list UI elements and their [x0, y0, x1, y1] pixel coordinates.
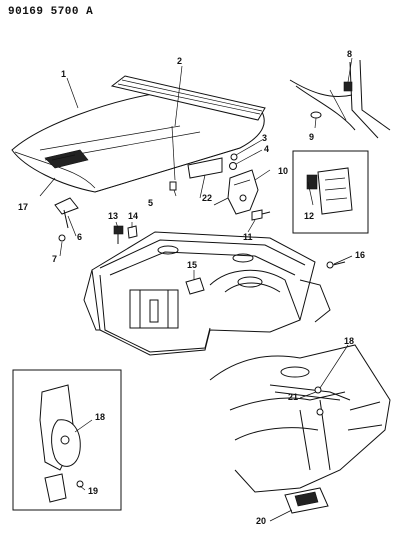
callout-labels: 1 2 3 4 5 6 7 8 9 10 11 12 13 14 15 16 1…: [18, 49, 365, 526]
callout-13: 13: [108, 211, 118, 221]
radiator-support-bolt: [113, 225, 124, 244]
callout-11: 11: [243, 232, 253, 242]
leader-lines: [39, 57, 353, 522]
callout-17: 17: [18, 202, 28, 212]
hood-bolt: [169, 181, 177, 191]
callout-9: 9: [309, 132, 314, 142]
latch-cable-view: [209, 344, 391, 514]
hinge-bolt: [251, 209, 271, 221]
hood-panel: [11, 91, 265, 193]
bumper-stop: [230, 153, 238, 161]
rubber-bumper: [127, 225, 138, 239]
callout-3: 3: [262, 133, 267, 143]
callout-4: 4: [264, 144, 269, 154]
callout-20: 20: [256, 516, 266, 526]
callout-18-inset: 18: [95, 412, 105, 422]
callout-12: 12: [304, 211, 314, 221]
hood-hinge: [213, 169, 259, 215]
callout-18-view: 18: [344, 336, 354, 346]
callout-14: 14: [128, 211, 138, 221]
latch-nut: [58, 234, 66, 242]
inset-hinge-detail: [292, 150, 369, 234]
fender-corner-detail: [289, 59, 391, 139]
hood-bumper: [229, 162, 237, 170]
callout-6: 6: [77, 232, 82, 242]
hood-latch-striker: [54, 197, 79, 229]
hood-silencer-pad: [187, 157, 223, 179]
inset-latch-release: [12, 369, 122, 511]
callout-22: 22: [202, 193, 212, 203]
callout-5: 5: [148, 198, 153, 208]
engine-compartment-body: [83, 231, 331, 356]
fender-clip: [326, 261, 346, 269]
callout-7: 7: [52, 254, 57, 264]
callout-2: 2: [177, 56, 182, 66]
callout-15: 15: [187, 260, 197, 270]
callout-16: 16: [355, 250, 365, 260]
callout-21: 21: [288, 392, 298, 402]
callout-8: 8: [347, 49, 352, 59]
callout-1: 1: [61, 69, 66, 79]
callout-10: 10: [278, 166, 288, 176]
diagram-code: 90169 5700 A: [8, 6, 94, 18]
hood-seal-strip: [110, 75, 266, 121]
callout-19: 19: [88, 486, 98, 496]
hood-latch: [185, 277, 205, 295]
